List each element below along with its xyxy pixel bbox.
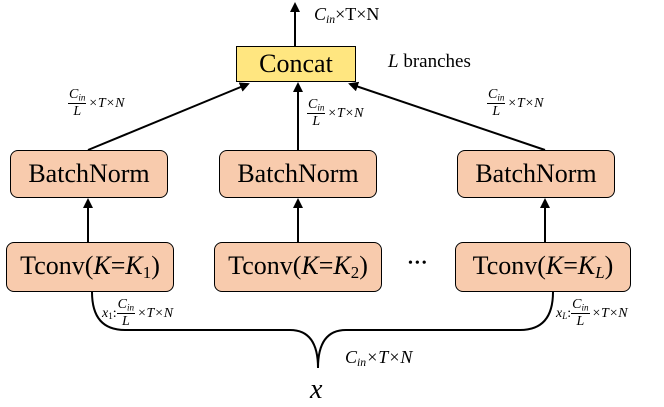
concat-box: Concat bbox=[236, 46, 356, 82]
arrow-branch3-to-concat bbox=[348, 81, 546, 151]
input-shape-label: Cin×T×N bbox=[345, 347, 413, 369]
output-shape-label: Cin×T×N bbox=[314, 4, 380, 26]
tconv-box-3: Tconv(K=KL) bbox=[455, 242, 631, 292]
tconv-label-2: Tconv(K=K2) bbox=[228, 250, 368, 283]
ellipsis: ••• bbox=[408, 256, 429, 271]
tconv-label-3: Tconv(K=KL) bbox=[472, 250, 614, 283]
tconv-box-2: Tconv(K=K2) bbox=[214, 242, 382, 292]
tconv-label-1: Tconv(K=K1) bbox=[20, 250, 160, 283]
batchnorm-label: BatchNorm bbox=[237, 159, 359, 188]
input-variable-label: x bbox=[310, 374, 323, 405]
input-brace bbox=[91, 291, 554, 369]
batchnorm-label: BatchNorm bbox=[475, 159, 597, 188]
arrow-branch1-to-concat bbox=[87, 82, 250, 151]
tconv-box-1: Tconv(K=K1) bbox=[6, 242, 174, 292]
batchnorm-box-1: BatchNorm bbox=[10, 150, 168, 198]
batchnorm-box-3: BatchNorm bbox=[457, 150, 615, 198]
branches-label: L branches bbox=[388, 51, 471, 72]
batchnorm-label: BatchNorm bbox=[28, 159, 150, 188]
concat-label: Concat bbox=[259, 49, 333, 78]
batchnorm-box-2: BatchNorm bbox=[219, 150, 377, 198]
